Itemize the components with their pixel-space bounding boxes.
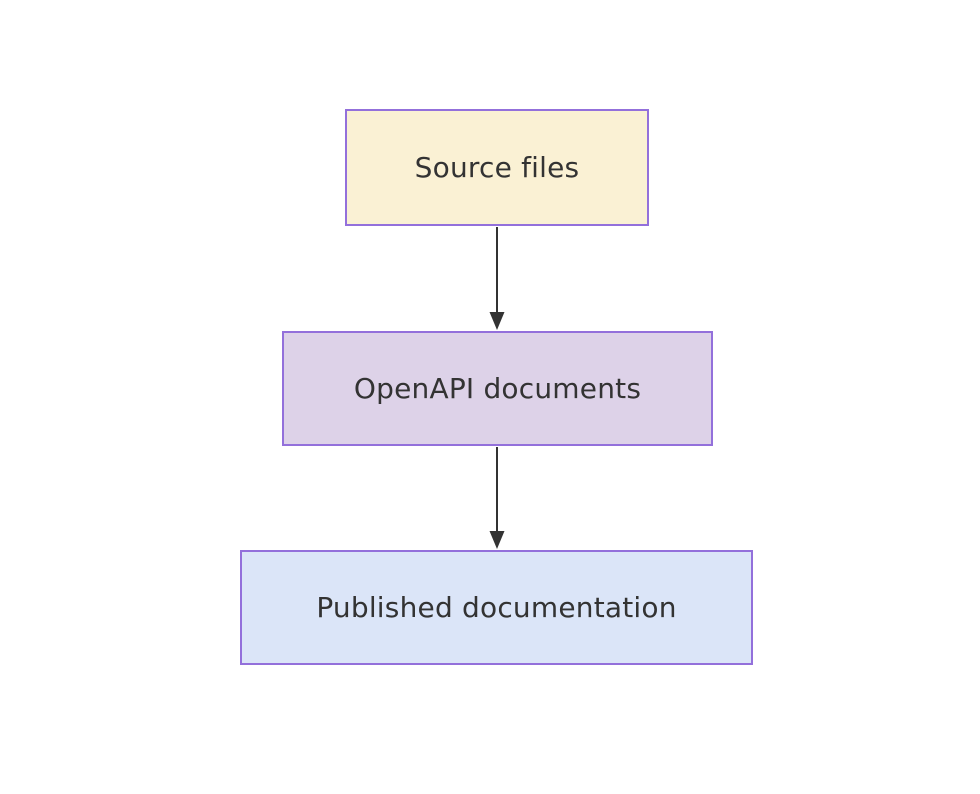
node-source-files: Source files xyxy=(345,109,649,226)
arrow-openapi-to-published xyxy=(489,447,505,549)
arrow-source-to-openapi xyxy=(489,227,505,330)
node-openapi-documents: OpenAPI documents xyxy=(282,331,713,446)
node-published-documentation: Published documentation xyxy=(240,550,753,665)
node-openapi-documents-label: OpenAPI documents xyxy=(353,372,642,405)
node-source-files-label: Source files xyxy=(414,151,580,184)
arrowhead-icon xyxy=(489,531,505,549)
arrowhead-icon xyxy=(489,312,505,330)
node-published-documentation-label: Published documentation xyxy=(316,591,677,624)
